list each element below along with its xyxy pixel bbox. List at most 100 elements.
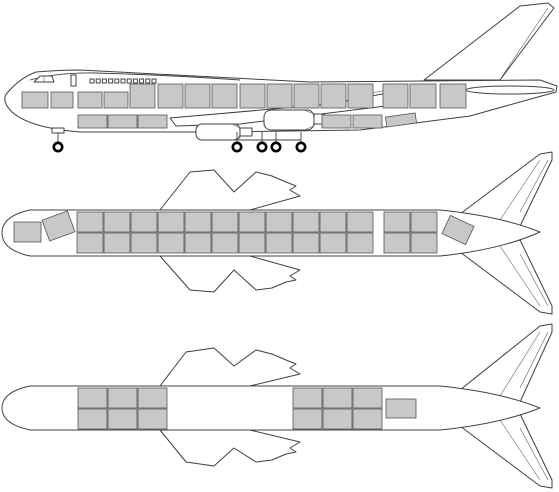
side-main-deck-position [211,83,238,109]
top-main-deck-position [319,211,347,233]
top-tail-lines-upper [499,159,549,221]
side-main-deck-position [157,83,184,109]
side-rudder-line [500,7,549,79]
top-main-deck-position [265,232,293,254]
side-main-deck-position [293,83,320,109]
top-main-deck-position [211,232,239,254]
side-window [145,78,151,84]
side-main-deck-position [50,91,74,109]
top-wing-lower [159,255,301,293]
top-main-deck-position [76,211,104,233]
side-main-deck-position [239,83,266,109]
lower-deck-bulk-position [385,398,417,419]
bottom-wing-lower [159,429,301,467]
side-main-deck-position [103,91,129,109]
side-window [151,78,157,84]
side-vertical-stabilizer [423,2,555,81]
top-main-deck-position [130,211,158,233]
side-main-deck-position [409,83,437,109]
side-window [132,78,138,84]
side-horizontal-stabilizer [465,85,555,95]
side-window [126,78,132,84]
side-main-deck-position [129,83,156,109]
top-view-main-deck [1,151,553,315]
top-main-deck-position [211,211,239,233]
side-main-deck-position [382,83,409,109]
top-nose-position [13,221,42,243]
top-tail-lines-lower [499,245,549,307]
side-main-deck-position [77,91,103,109]
lower-deck-forward-position [107,408,138,430]
top-tail-position [441,214,475,246]
side-lower-deck-position [137,114,168,129]
side-forward-door [70,74,77,87]
side-wheel [270,141,282,153]
bottom-tail-lines-lower [499,419,549,481]
side-lower-deck-position [352,114,383,129]
top-main-deck-position [292,232,320,254]
side-wheel [231,141,243,153]
side-lower-deck-position [77,114,108,129]
side-wheel [295,141,307,153]
top-wing-upper [159,169,301,211]
side-window [120,78,126,84]
top-main-deck-position [238,232,266,254]
lower-deck-forward-position [107,387,138,409]
side-lower-deck-position [384,112,418,128]
top-main-deck-position [76,232,104,254]
top-main-deck-position [383,211,411,233]
top-main-deck-position [103,232,131,254]
side-upper-deck-line [29,72,241,81]
side-window [139,78,145,84]
bottom-cargo-positions [77,387,417,430]
side-wheel [256,141,268,153]
bottom-wing-upper [159,347,301,387]
bottom-tail-lines-upper [499,331,549,397]
side-main-gear-struts [236,132,302,147]
side-window [108,78,114,84]
top-main-deck-position [410,232,438,254]
lower-deck-forward-position [77,387,108,409]
top-main-deck-position [130,232,158,254]
side-wheel [52,141,64,153]
side-lower-deck-position [107,114,138,129]
lower-deck-aft-position [322,408,353,430]
side-view [4,2,558,153]
top-main-deck-position [319,232,347,254]
side-upper-windows [89,78,157,84]
lower-deck-aft-position [292,387,323,409]
lower-deck-aft-position [352,387,383,409]
side-engine-inboard [195,123,253,141]
top-cargo-positions [13,210,475,254]
side-cargo-positions [21,83,467,129]
top-main-deck-position [346,232,374,254]
lower-deck-forward-position [137,387,168,409]
top-main-deck-position [103,211,131,233]
lower-deck-aft-position [292,408,323,430]
side-nose-gear-bay [51,127,65,134]
top-view-lower-deck [1,323,553,489]
side-main-deck-position [347,83,374,109]
side-wheels [52,141,307,153]
top-main-deck-position [238,211,266,233]
top-main-deck-position [292,211,320,233]
top-main-deck-position [157,211,185,233]
top-main-deck-position [346,211,374,233]
top-main-deck-position [383,232,411,254]
top-main-deck-position [265,211,293,233]
lower-deck-forward-position [77,408,108,430]
side-window [89,78,95,84]
side-window [114,78,120,84]
side-main-deck-position [266,83,293,109]
side-window [101,78,107,84]
side-main-deck-position [184,83,211,109]
side-window [95,78,101,84]
side-lower-deck-position [321,114,352,129]
lower-deck-forward-position [137,408,168,430]
lower-deck-aft-position [352,408,383,430]
side-main-deck-position [320,83,347,109]
top-main-deck-position [157,232,185,254]
side-main-deck-position [439,83,467,109]
